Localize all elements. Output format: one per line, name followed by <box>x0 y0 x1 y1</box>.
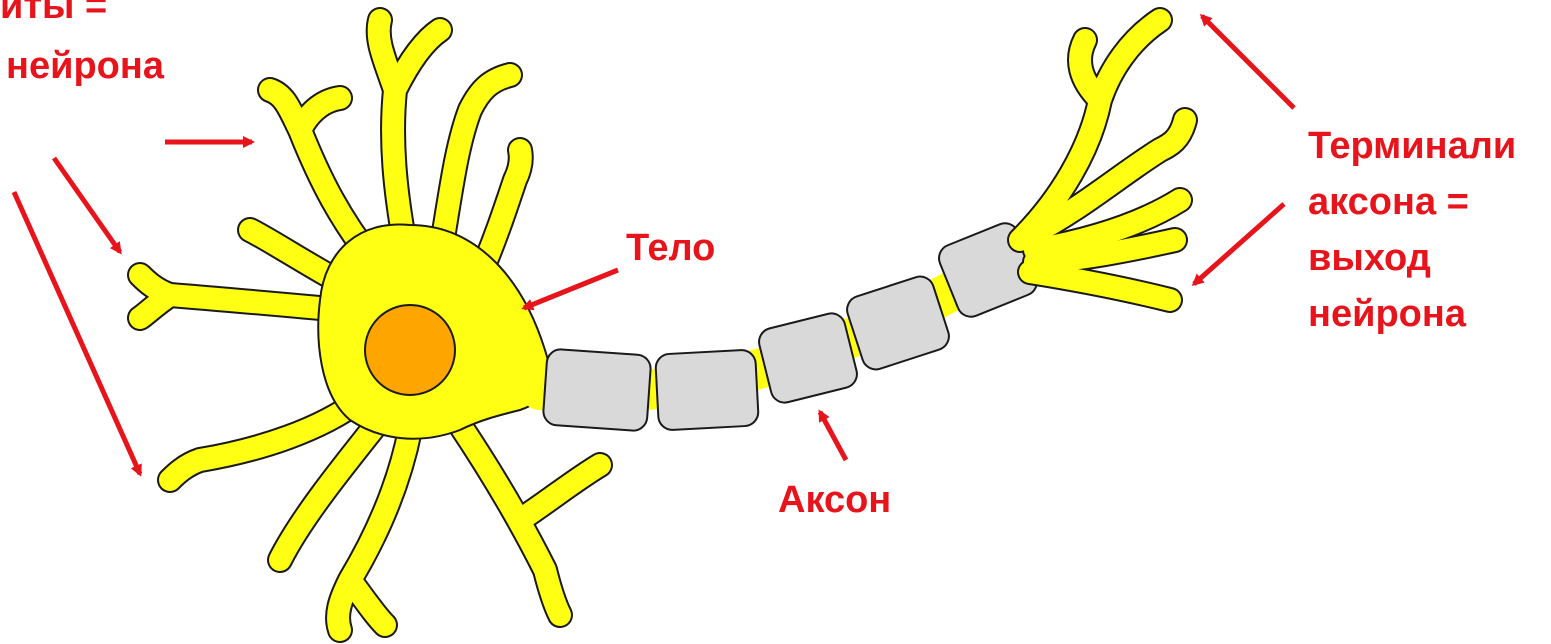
label-dendrites-line2: нейрона <box>6 40 164 92</box>
label-axon: Аксон <box>778 474 891 526</box>
myelin-segment <box>542 348 651 431</box>
dendrite-bottom-right <box>460 425 600 615</box>
nucleus <box>365 305 455 395</box>
arrow-dendrite-long <box>14 192 140 474</box>
axon-terminals <box>1020 20 1185 300</box>
label-terminals-line1: Терминали <box>1308 118 1516 174</box>
arrow-body <box>524 270 618 308</box>
arrow-axon <box>820 412 846 460</box>
myelin-segment <box>655 349 759 430</box>
label-terminals-line3: выход <box>1308 230 1516 286</box>
arrow-dendrite-mid <box>54 158 120 252</box>
label-body: Тело <box>626 222 715 274</box>
arrow-terminal-top <box>1202 16 1294 108</box>
arrow-terminal-bottom <box>1194 204 1284 284</box>
axon-group <box>540 219 1041 432</box>
myelin-sheaths <box>542 219 1041 432</box>
label-terminals-line2: аксона = <box>1308 174 1516 230</box>
label-dendrites-line1: иты = <box>0 0 107 32</box>
cell-body-and-dendrites <box>140 20 600 630</box>
label-terminals-line4: нейрона <box>1308 286 1516 342</box>
myelin-segment <box>756 310 860 405</box>
label-axon-terminals: Терминали аксона = выход нейрона <box>1308 118 1516 342</box>
